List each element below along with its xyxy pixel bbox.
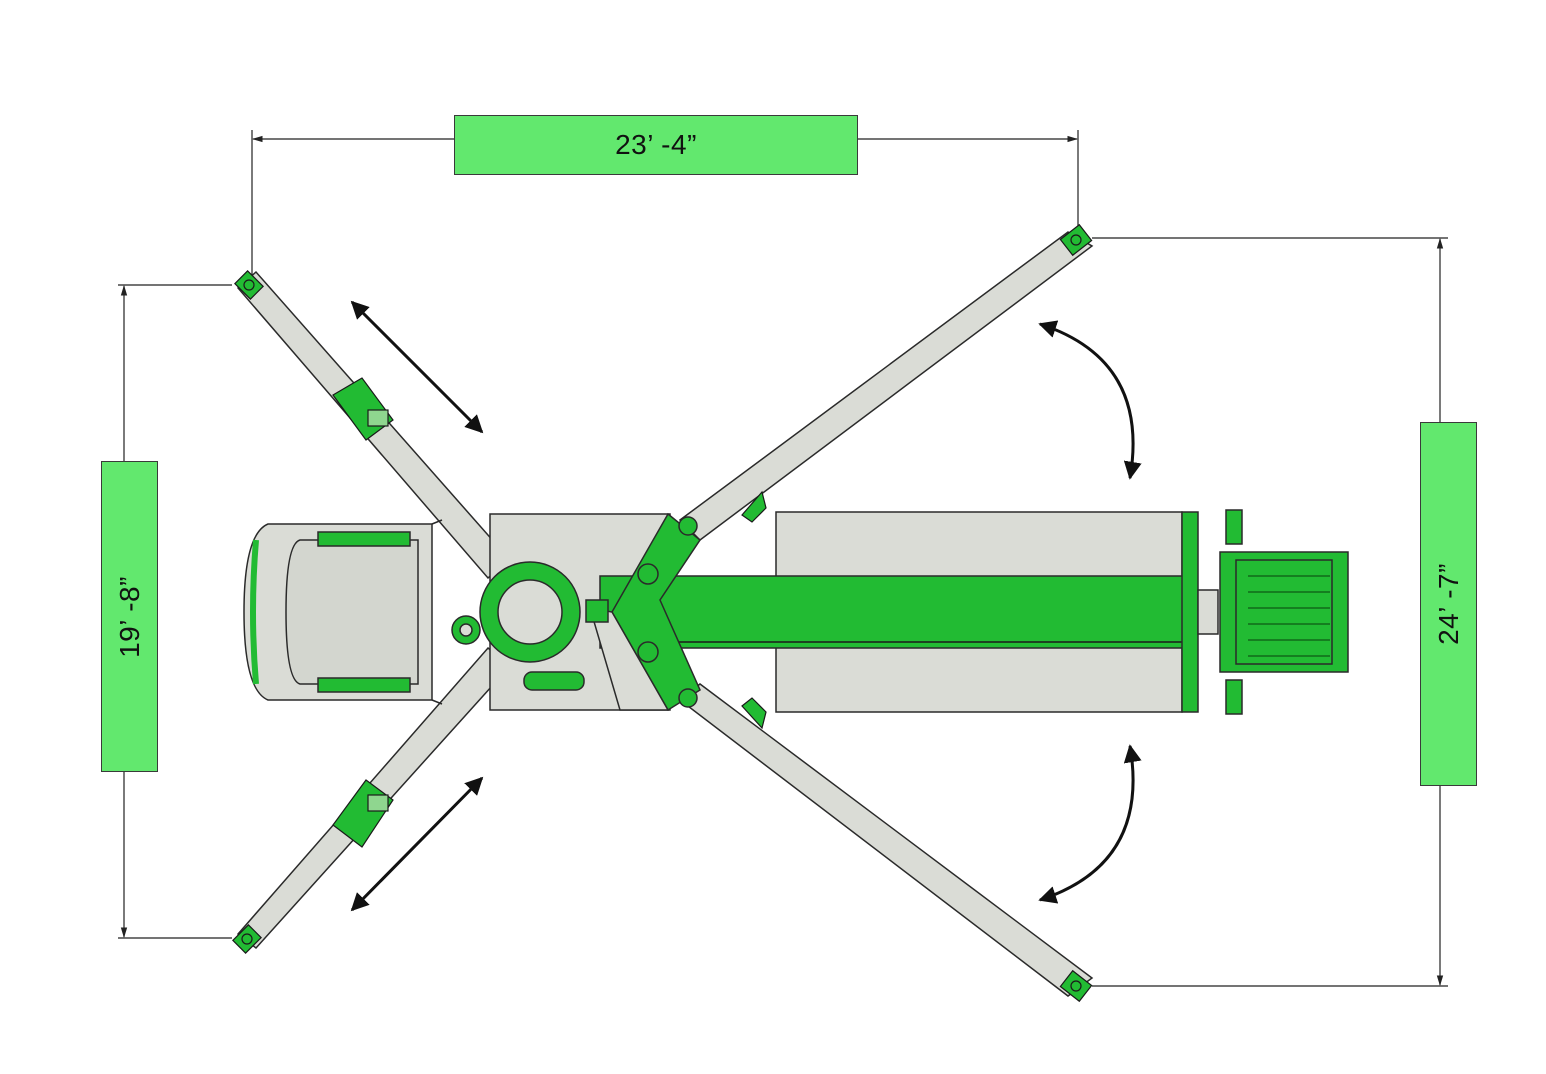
dimension-lines — [118, 130, 1448, 987]
double-arrow-icon — [350, 776, 484, 912]
outrigger-leg-upper-right — [678, 231, 1094, 541]
foot-pad-upper-left — [234, 270, 264, 300]
right-dimension-label: 24’ -7” — [1420, 422, 1477, 786]
left-dimension-label: 19’ -8” — [101, 461, 158, 772]
top-dimension-label: 23’ -4” — [454, 115, 858, 175]
outrigger-leg-lower-right — [678, 683, 1094, 997]
curved-arrow-icon — [1038, 744, 1142, 904]
machine-body — [243, 509, 1349, 715]
motion-arrows — [350, 300, 1142, 912]
foot-pad-upper-right — [1059, 223, 1093, 257]
foot-pad-lower-left — [232, 924, 262, 954]
right-dimension-text: 24’ -7” — [1432, 563, 1464, 645]
foot-pad-lower-right — [1059, 969, 1093, 1003]
double-arrow-icon — [350, 300, 484, 434]
boom — [599, 575, 1191, 649]
left-dimension-text: 19’ -8” — [113, 575, 145, 658]
curved-arrow-icon — [1038, 320, 1142, 480]
top-dimension-text: 23’ -4” — [615, 129, 697, 160]
